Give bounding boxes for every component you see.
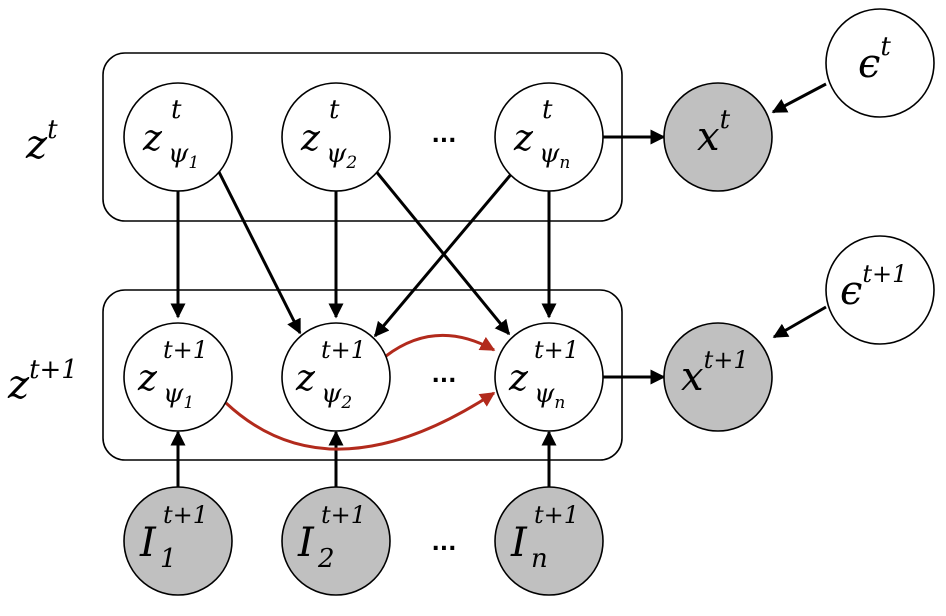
node-epsilon-t1: ϵt+1 (825, 235, 935, 345)
node-x-t1: xt+1 (663, 322, 773, 432)
edge-ztn-to-zt1-2 (373, 171, 515, 338)
edge-zt1-1-to-zt1-n-instant (224, 391, 496, 451)
svg-text:It+11: It+11 (139, 501, 208, 574)
svg-text:It+12: It+12 (297, 501, 366, 574)
edge-epst1-to-xt1 (772, 305, 827, 339)
svg-text:ϵt+1: ϵt+1 (840, 260, 907, 314)
row-label-zt: zt (25, 115, 58, 168)
svg-text:xt: xt (697, 105, 731, 160)
ellipsis-bottom: ... (431, 531, 456, 556)
row-label-zt1: zt+1 (7, 355, 78, 408)
edge-zt2-to-zt1-n (373, 169, 511, 336)
edge-epst-to-xt (771, 82, 827, 114)
ellipsis-top: ... (431, 123, 456, 148)
svg-text:It+1n: It+1n (510, 501, 579, 574)
svg-text:xt+1: xt+1 (681, 346, 749, 400)
svg-text:ϵt: ϵt (858, 32, 891, 87)
edge-zt1-2-to-zt1-n-instant (385, 333, 496, 358)
svg-text:zt+1ψ2: zt+1ψ2 (295, 336, 366, 413)
edge-zt1-to-zt1-2 (216, 169, 302, 335)
ellipsis-middle: ... (431, 363, 456, 388)
svg-text:zt+1ψ1: zt+1ψ1 (137, 336, 208, 413)
plate-time-t-plus-1 (102, 289, 623, 461)
node-epsilon-t: ϵt (825, 8, 935, 118)
svg-text:zt+1ψn: zt+1ψn (508, 336, 579, 413)
node-x-t: xt (663, 82, 773, 192)
